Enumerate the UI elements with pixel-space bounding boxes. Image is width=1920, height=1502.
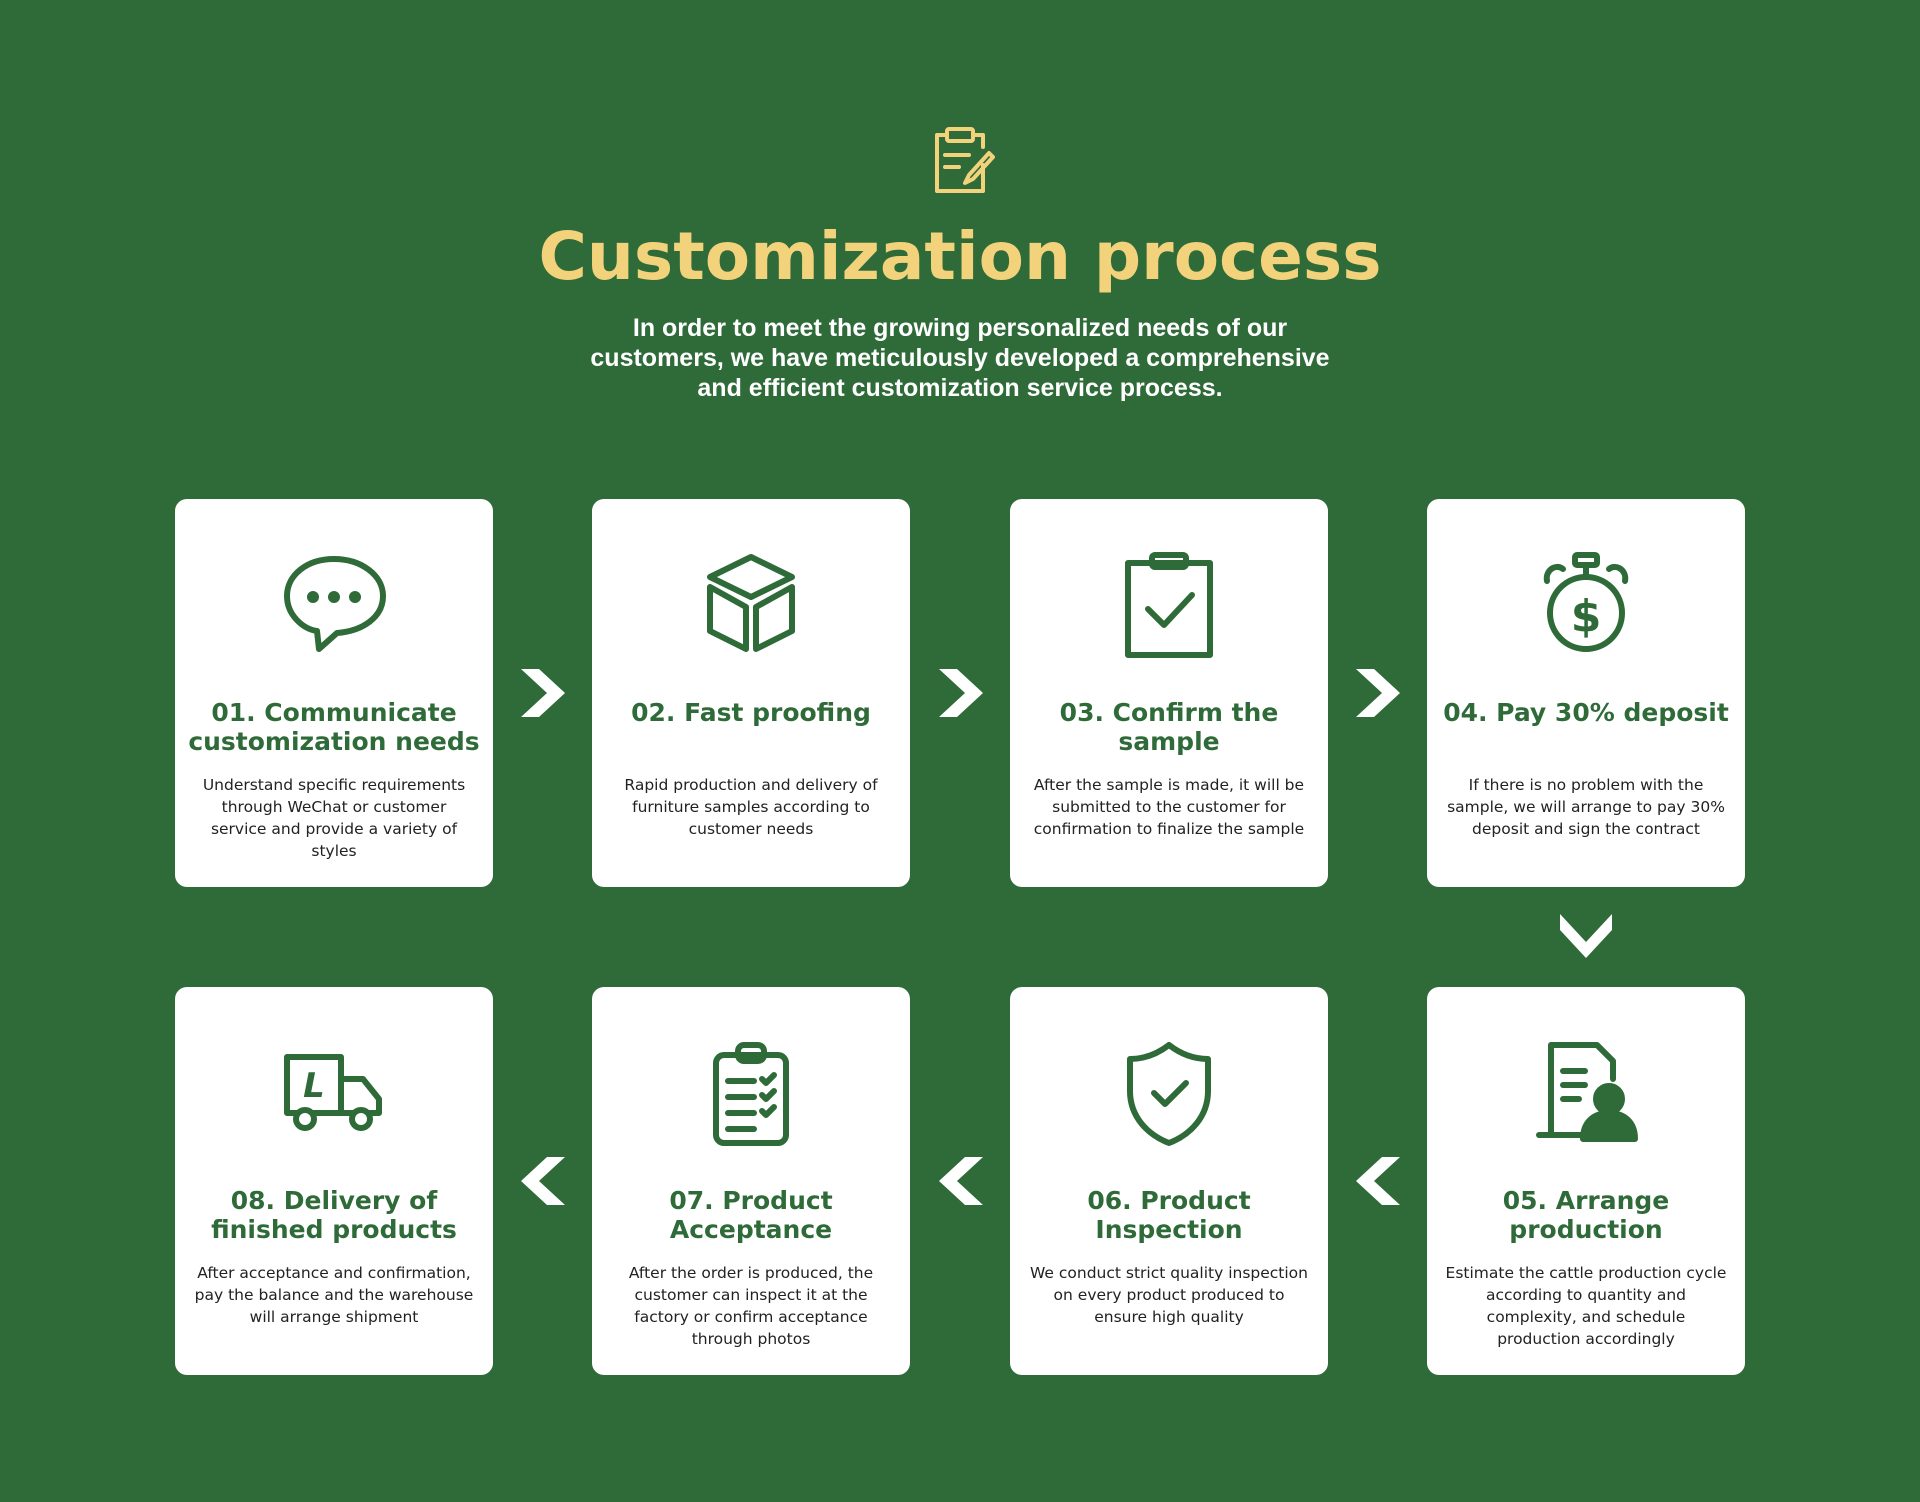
clipboard-check-icon	[1125, 552, 1213, 658]
page-title: Customization process	[538, 218, 1382, 295]
step-description: Rapid production and delivery of furnitu…	[624, 776, 878, 838]
step-description: We conduct strict quality inspection on …	[1029, 1264, 1308, 1326]
step-title: 02. Fast proofing	[631, 698, 871, 727]
cube-icon	[707, 554, 795, 652]
svg-text:L: L	[303, 1066, 325, 1106]
chevron-down-icon	[1560, 914, 1612, 958]
chevron-right-icon	[521, 669, 565, 717]
step-card-05: 05. Arrange production Estimate the catt…	[1427, 987, 1745, 1375]
chevron-left-icon	[521, 1157, 565, 1205]
step-description: Understand specific requirements through…	[202, 776, 466, 860]
page-subtitle: In order to meet the growing personalize…	[590, 314, 1330, 402]
chevron-right-icon	[939, 669, 983, 717]
document-user-icon	[1536, 1042, 1638, 1142]
step-title: 07. Product Acceptance	[669, 1186, 833, 1244]
step-card-07: 07. Product Acceptance After the order i…	[592, 987, 910, 1375]
stopwatch-dollar-icon: $	[1543, 552, 1629, 652]
step-card-03: 03. Confirm the sample After the sample …	[1010, 499, 1328, 887]
step-title: 08. Delivery of finished products	[211, 1186, 457, 1244]
chevron-right-icon	[1356, 669, 1400, 717]
step-description: Estimate the cattle production cycle acc…	[1445, 1264, 1727, 1348]
chevron-left-icon	[1356, 1157, 1400, 1205]
checklist-icon	[713, 1042, 789, 1146]
step-description: After the order is produced, the custome…	[628, 1264, 874, 1348]
step-title: 06. Product Inspection	[1087, 1186, 1251, 1244]
step-card-01: 01. Communicate customization needs Unde…	[175, 499, 493, 887]
step-description: After acceptance and confirmation, pay t…	[194, 1264, 474, 1326]
step-card-02: 02. Fast proofing Rapid production and d…	[592, 499, 910, 887]
step-title: 04. Pay 30% deposit	[1443, 698, 1729, 727]
step-title: 05. Arrange production	[1502, 1186, 1670, 1244]
shield-check-icon	[1127, 1042, 1211, 1146]
svg-text:$: $	[1571, 591, 1602, 642]
clipboard-edit-icon	[935, 127, 995, 193]
chat-bubble-icon	[284, 556, 386, 652]
delivery-truck-icon: L	[284, 1054, 382, 1131]
chevron-left-icon	[939, 1157, 983, 1205]
step-title: 01. Communicate customization needs	[188, 698, 480, 756]
step-card-06: 06. Product Inspection We conduct strict…	[1010, 987, 1328, 1375]
step-description: If there is no problem with the sample, …	[1447, 776, 1725, 838]
step-card-04: $ 04. Pay 30% deposit If there is no pro…	[1427, 499, 1745, 887]
step-description: After the sample is made, it will be sub…	[1033, 776, 1305, 838]
step-title: 03. Confirm the sample	[1059, 698, 1279, 756]
step-card-08: L 08. Delivery of finished products Afte…	[175, 987, 493, 1375]
